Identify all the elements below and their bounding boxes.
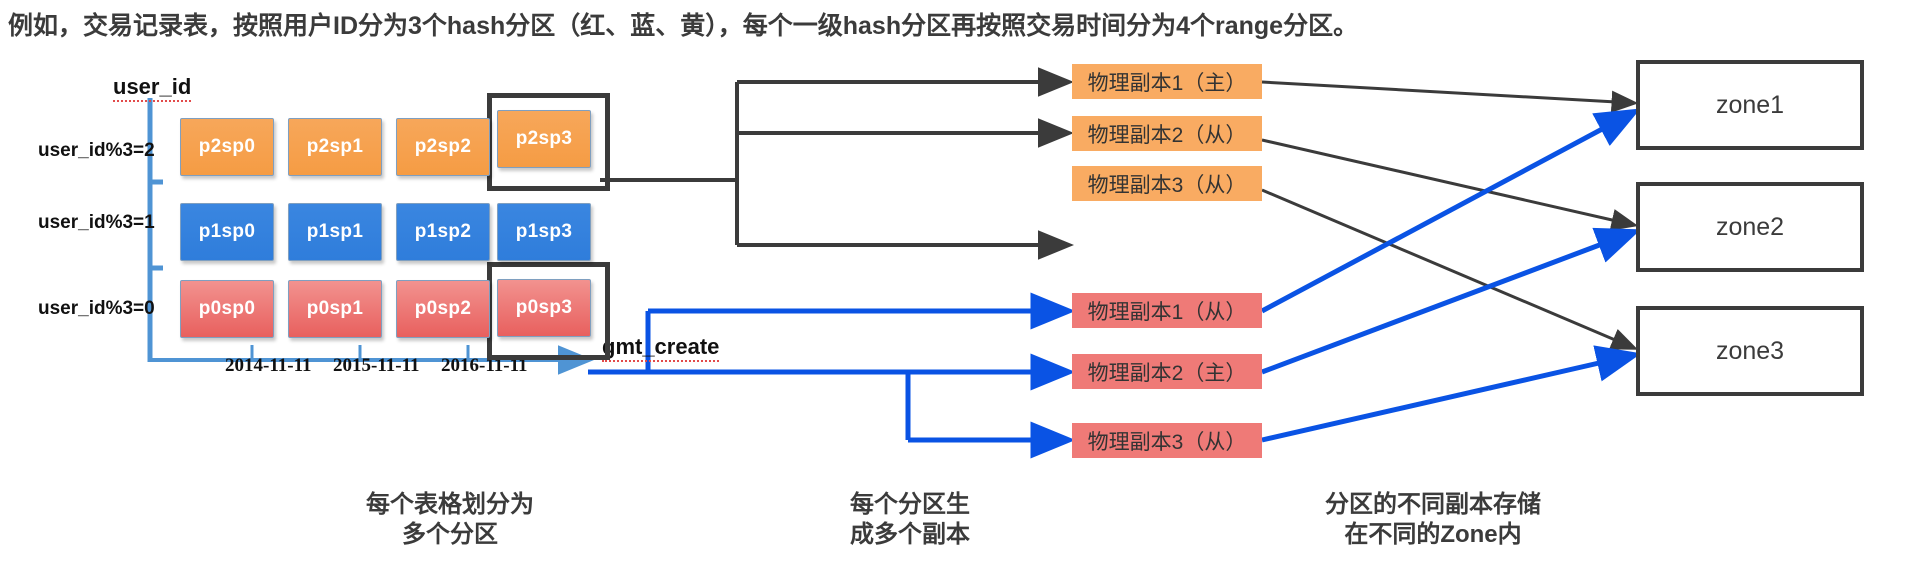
- x-axis-tick-2: 2016-11-11: [441, 355, 528, 376]
- partition-cell-p1sp0[interactable]: p1sp0: [180, 203, 274, 261]
- partition-cell-p0sp1[interactable]: p0sp1: [288, 280, 382, 338]
- y-axis-label-1: user_id%3=1: [38, 212, 155, 233]
- zone-box-1[interactable]: zone1: [1636, 60, 1864, 150]
- y-axis-label-2: user_id%3=0: [38, 298, 155, 319]
- partition-cell-p2sp3[interactable]: p2sp3: [497, 110, 591, 168]
- orange-fanout-connector: [600, 67, 1074, 260]
- partition-cell-p2sp2[interactable]: p2sp2: [396, 118, 490, 176]
- caption-zones: 分区的不同副本存储 在不同的Zone内: [1325, 491, 1541, 548]
- partition-cell-p0sp3[interactable]: p0sp3: [497, 279, 591, 337]
- red-to-zone-arrows: [1260, 108, 1642, 443]
- replica-red-1[interactable]: 物理副本1（从）: [1072, 293, 1262, 328]
- partition-cell-p1sp1[interactable]: p1sp1: [288, 203, 382, 261]
- zone-box-2[interactable]: zone2: [1636, 182, 1864, 272]
- caption-replicas: 每个分区生 成多个副本: [850, 491, 970, 548]
- partition-cell-p2sp1[interactable]: p2sp1: [288, 118, 382, 176]
- orange-to-zone-arrows: [1261, 80, 1639, 350]
- red-fanout-connector: [588, 292, 1076, 459]
- replica-orange-3[interactable]: 物理副本3（从）: [1072, 166, 1262, 201]
- partition-cell-p0sp2[interactable]: p0sp2: [396, 280, 490, 338]
- x-axis-tick-1: 2015-11-11: [333, 355, 420, 376]
- zone-box-3[interactable]: zone3: [1636, 306, 1864, 396]
- partition-cell-p2sp0[interactable]: p2sp0: [180, 118, 274, 176]
- replica-red-3[interactable]: 物理副本3（从）: [1072, 423, 1262, 458]
- y-axis-label-0: user_id%3=2: [38, 140, 155, 161]
- caption-partitions: 每个表格划分为 多个分区: [366, 491, 534, 548]
- replica-red-2[interactable]: 物理副本2（主）: [1072, 354, 1262, 389]
- x-axis-name: gmt_create: [602, 334, 720, 362]
- replica-orange-1[interactable]: 物理副本1（主）: [1072, 64, 1262, 99]
- partition-cell-p1sp3[interactable]: p1sp3: [497, 203, 591, 261]
- page-title: 例如，交易记录表，按照用户ID分为3个hash分区（红、蓝、黄），每个一级has…: [8, 12, 1359, 40]
- x-axis-tick-0: 2014-11-11: [225, 355, 312, 376]
- replica-orange-2[interactable]: 物理副本2（从）: [1072, 116, 1262, 151]
- partition-cell-p1sp2[interactable]: p1sp2: [396, 203, 490, 261]
- partition-cell-p0sp0[interactable]: p0sp0: [180, 280, 274, 338]
- y-axis-name: user_id: [113, 74, 192, 102]
